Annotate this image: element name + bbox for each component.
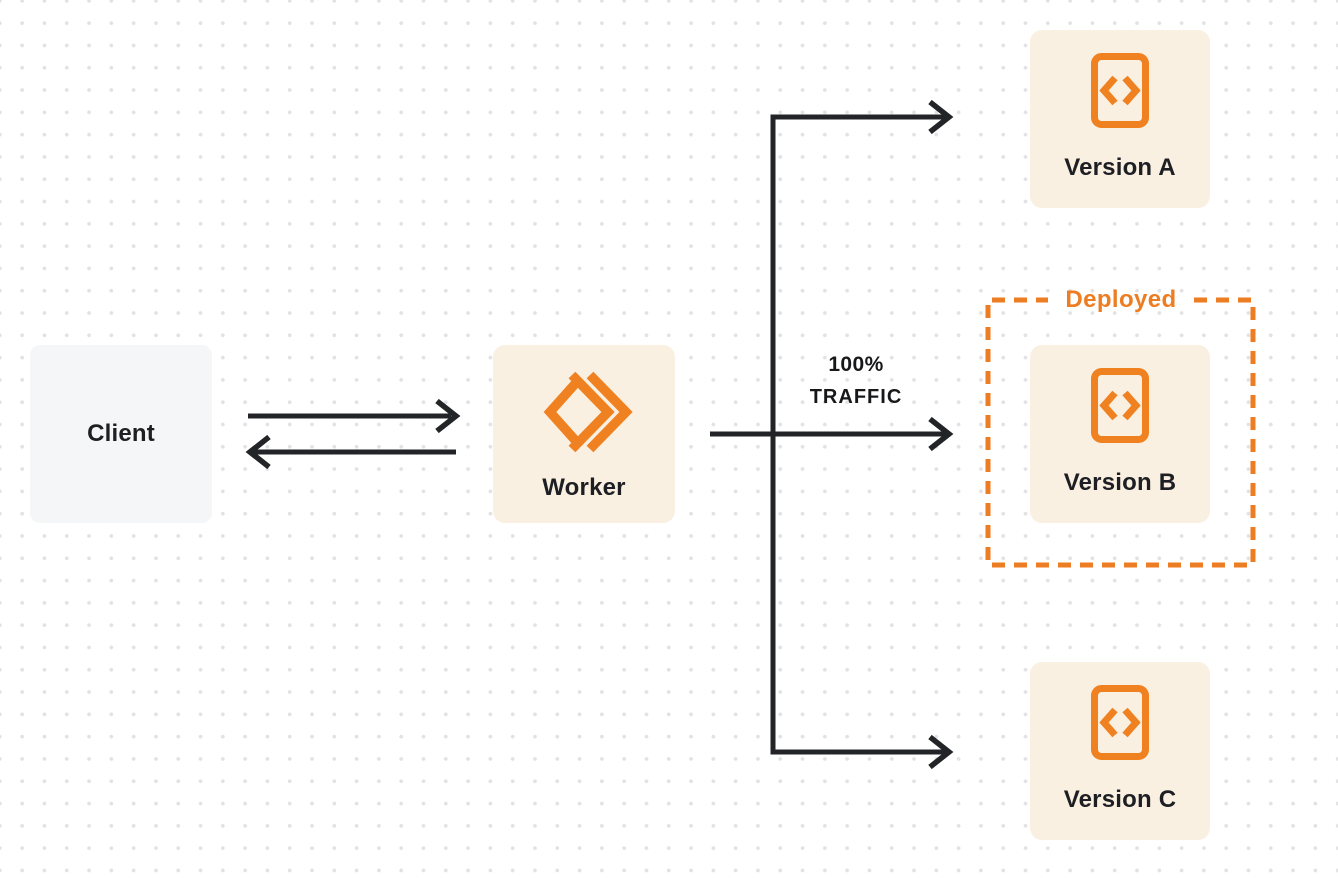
client-node: Client [30, 345, 212, 523]
client-to-worker-arrow [248, 398, 461, 434]
traffic-percent-text: 100% [828, 353, 884, 376]
version-a-node: Version A [1030, 30, 1210, 208]
version-b-label: Version B [1063, 469, 1177, 496]
deployed-label: Deployed [1065, 286, 1177, 313]
version-a-label: Version A [1064, 154, 1176, 181]
branch-to-version-a-arrow [928, 99, 954, 135]
traffic-label: 100% TRAFFIC [776, 349, 936, 413]
worker-node: Worker [493, 345, 675, 523]
version-c-node: Version C [1030, 662, 1210, 840]
version-c-label: Version C [1063, 786, 1177, 813]
traffic-word-text: TRAFFIC [809, 386, 903, 408]
workers-logo-icon [543, 371, 633, 453]
code-icon [1091, 685, 1149, 760]
worker-label: Worker [542, 474, 626, 501]
code-icon [1091, 53, 1149, 128]
client-label: Client [87, 420, 155, 447]
version-b-node: Version B [1030, 345, 1210, 523]
worker-to-client-arrow [245, 434, 456, 470]
worker-to-version-b-arrow [710, 416, 954, 452]
branch-line [770, 114, 945, 755]
branch-to-version-c-arrow [928, 734, 954, 770]
code-icon [1091, 368, 1149, 443]
